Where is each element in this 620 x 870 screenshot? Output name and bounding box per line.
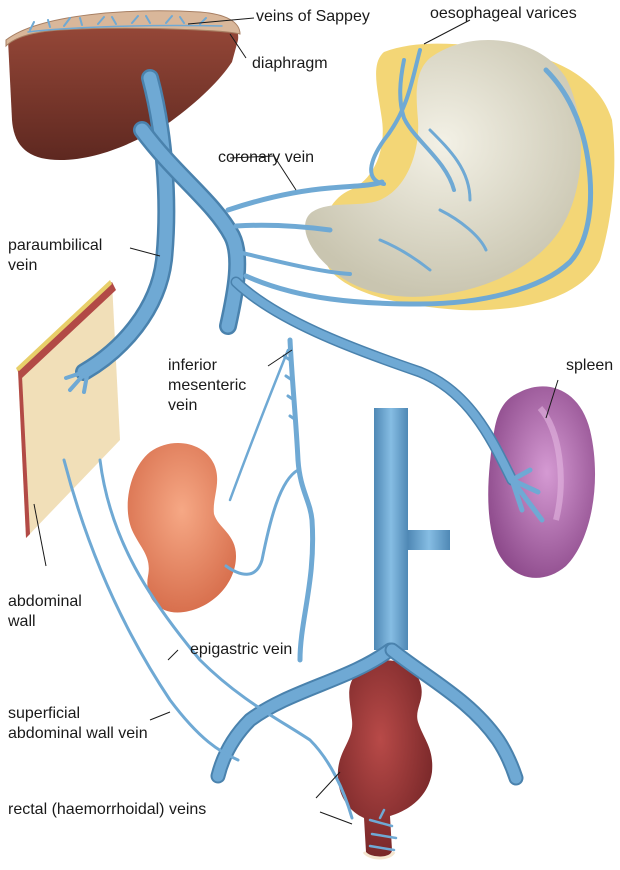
label-diaphragm: diaphragm [252,55,328,72]
label-abdominal-wall-1: abdominal [8,593,82,610]
liver [8,13,239,160]
veins-of-sappey-vessels [27,15,223,33]
rectum [337,660,433,860]
spleen [488,386,596,578]
label-spleen: spleen [566,357,614,374]
label-inferior-mesenteric-1: inferior [168,357,217,374]
label-paraumbilical-vein-2: vein [8,257,38,274]
label-rectal-veins: rectal (haemorrhoidal) veins [8,801,207,818]
label-oesophageal-varices: oesophageal varices [430,5,577,22]
abdominal-wall [16,280,120,538]
colon [127,442,236,613]
label-inferior-mesenteric-2: mesenteric [168,377,247,394]
label-abdominal-wall-2: wall [8,613,36,630]
label-coronary-vein: coronary vein [218,149,315,166]
label-superficial-2: abdominal wall vein [8,725,148,742]
label-epigastric-vein: epigastric vein [190,641,293,658]
leader-lines [33,17,559,825]
portal-venous-system [62,48,594,852]
label-superficial-1: superficial [8,705,81,722]
label-paraumbilical-vein-1: paraumbilical [8,237,103,254]
label-inferior-mesenteric-3: vein [168,397,198,414]
label-veins-of-sappey: veins of Sappey [256,8,370,25]
